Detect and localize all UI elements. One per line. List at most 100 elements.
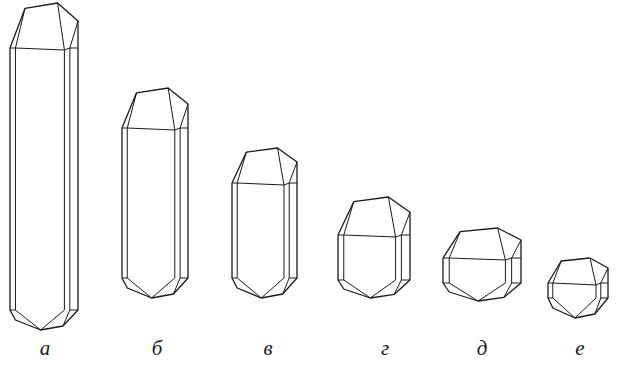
crystal-edge xyxy=(70,310,78,311)
crystal-edge xyxy=(15,8,25,48)
crystal-edge xyxy=(58,3,65,50)
crystal-outline xyxy=(338,197,410,298)
crystal-edge xyxy=(127,128,175,130)
crystal-edge xyxy=(127,128,128,278)
crystal-edge xyxy=(284,185,285,278)
crystal-edge xyxy=(10,48,15,49)
crystal-edge xyxy=(70,48,78,49)
crystal-edge xyxy=(64,50,65,310)
crystal-drawing xyxy=(338,197,410,298)
crystal-outline xyxy=(232,148,297,298)
crystal-edge xyxy=(338,280,344,281)
crystal-edge xyxy=(261,278,284,298)
crystal-edge xyxy=(344,235,396,237)
crystal-edge xyxy=(180,128,181,278)
crystal-edge xyxy=(401,235,402,280)
crystal-edge xyxy=(15,310,40,330)
crystal-edge xyxy=(10,310,15,311)
crystal-edge xyxy=(575,298,596,318)
crystal-edge xyxy=(449,258,450,283)
crystal-edge xyxy=(63,310,70,326)
crystal-drawing xyxy=(548,258,608,318)
crystal-edge xyxy=(283,278,290,294)
crystal-edge xyxy=(232,278,237,279)
crystal-edge xyxy=(443,283,449,284)
crystal-edge xyxy=(237,278,261,298)
crystal-edge xyxy=(344,202,354,235)
crystal-edge xyxy=(237,183,284,185)
crystal-drawing xyxy=(443,228,521,301)
crystal-edge xyxy=(173,278,180,294)
crystal-edge xyxy=(401,212,410,235)
crystal-edge xyxy=(548,283,553,284)
crystal-drawing xyxy=(10,3,78,330)
crystal-edge xyxy=(505,258,511,260)
crystal-edge xyxy=(449,258,505,260)
crystal-edge xyxy=(511,258,512,283)
crystal-edge xyxy=(127,278,151,298)
crystal-edge xyxy=(69,48,70,310)
crystal-edge xyxy=(601,268,608,283)
crystal-edge xyxy=(289,278,297,279)
figure-letter: б xyxy=(152,338,163,359)
crystal-edge xyxy=(443,258,449,259)
crystal-edge xyxy=(343,235,344,280)
crystal-edge xyxy=(70,21,78,48)
crystal-edge xyxy=(596,283,601,285)
figure-letter: г xyxy=(381,338,389,359)
crystal-edge xyxy=(152,278,175,298)
crystal-drawing xyxy=(232,148,297,298)
crystal-edge xyxy=(180,104,188,128)
crystal-edge xyxy=(289,183,297,184)
crystal-edge xyxy=(122,128,127,129)
crystal-outline xyxy=(548,258,608,318)
crystal-outline xyxy=(10,3,78,330)
crystal-edge xyxy=(512,240,521,258)
crystal-outline xyxy=(443,228,521,301)
crystal-edge xyxy=(449,283,478,301)
crystal-drawing xyxy=(122,88,188,298)
crystal-edge xyxy=(289,162,297,183)
crystal-edge xyxy=(553,261,561,283)
crystal-edge xyxy=(401,280,410,281)
crystal-edge xyxy=(168,88,175,130)
crystal-edge xyxy=(595,298,601,314)
crystal-edge xyxy=(338,235,344,236)
crystal-edge xyxy=(548,298,553,299)
crystal-edge xyxy=(180,278,188,279)
figure-letter: в xyxy=(263,338,272,359)
crystal-edge xyxy=(388,197,395,237)
crystal-edge xyxy=(344,280,371,298)
crystal-edge xyxy=(512,283,521,284)
crystal-edge xyxy=(396,235,402,237)
crystal-edge xyxy=(498,228,506,260)
crystal-edge xyxy=(395,237,396,280)
crystal-edge xyxy=(64,48,69,50)
crystal-edge xyxy=(449,232,460,258)
crystal-edge xyxy=(478,283,505,301)
crystal-edge xyxy=(127,93,136,128)
crystal-edge xyxy=(41,310,65,330)
crystal-edge xyxy=(401,235,410,236)
crystal-edge xyxy=(601,298,608,299)
figure-letter: д xyxy=(477,338,488,359)
crystal-edge xyxy=(504,283,512,297)
crystal-edge xyxy=(180,128,188,129)
crystal-edge xyxy=(394,280,401,294)
figure-letter: а xyxy=(40,338,51,359)
crystal-edge xyxy=(600,283,601,298)
crystal-edge xyxy=(122,278,127,279)
crystal-edge xyxy=(237,183,238,278)
crystal-edge xyxy=(370,280,395,298)
crystal-edge xyxy=(553,283,596,285)
crystal-edge xyxy=(590,258,596,285)
crystal-outline xyxy=(122,88,188,298)
crystal-edge xyxy=(15,48,16,310)
crystal-edge xyxy=(237,152,246,183)
crystal-edge xyxy=(505,260,506,283)
crystal-edge xyxy=(278,148,285,185)
crystal-edge xyxy=(175,128,180,130)
crystal-edge xyxy=(596,285,597,298)
